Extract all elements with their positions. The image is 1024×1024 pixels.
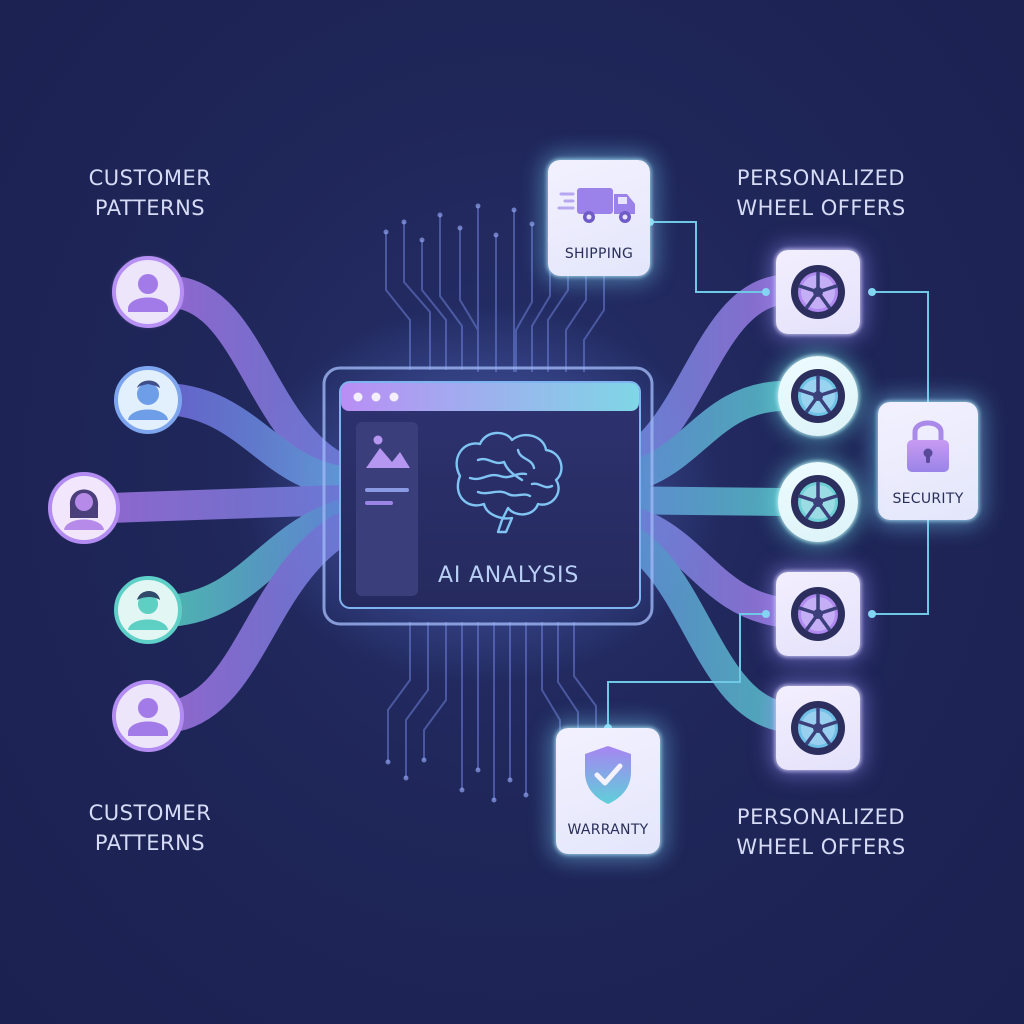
wheel-offers-label-bottom: PERSONALIZED WHEEL OFFERS bbox=[736, 805, 906, 859]
flow-customer-4 bbox=[162, 500, 356, 626]
wheel-offers-label-top: PERSONALIZED WHEEL OFFERS bbox=[736, 166, 906, 220]
wheel-spoke bbox=[818, 293, 831, 310]
sidebar-line-1 bbox=[365, 488, 409, 492]
wheel-spoke bbox=[820, 494, 838, 503]
ai-analysis-panel bbox=[322, 366, 654, 626]
wheel-offer-3 bbox=[778, 462, 858, 542]
wheel-icon bbox=[791, 701, 845, 755]
wheel-spoke bbox=[818, 729, 831, 746]
customer-avatar-3 bbox=[48, 472, 120, 544]
wheel-hub bbox=[813, 497, 823, 507]
wheel-spoke bbox=[798, 720, 816, 729]
wheel-spoke bbox=[798, 606, 816, 615]
wheel-spoke bbox=[820, 388, 838, 397]
security-label: SECURITY bbox=[892, 491, 964, 507]
brain-icon bbox=[455, 431, 563, 534]
wheel-spoke bbox=[805, 397, 818, 414]
wheel-hub bbox=[813, 287, 823, 297]
padlock-icon bbox=[907, 420, 949, 472]
wheel-spoke bbox=[805, 615, 818, 632]
wheel-icon bbox=[791, 475, 845, 529]
delivery-truck-icon bbox=[557, 188, 635, 223]
customer-avatar-4 bbox=[114, 576, 182, 644]
wheel-spoke bbox=[818, 397, 831, 414]
shipping-label: SHIPPING bbox=[564, 246, 634, 262]
wheel-spoke bbox=[820, 720, 838, 729]
input-flows bbox=[95, 276, 356, 732]
wheel-offer-5 bbox=[776, 686, 860, 770]
shipping-card: SHIPPING bbox=[548, 160, 650, 276]
window-titlebar bbox=[341, 383, 639, 411]
image-icon bbox=[366, 435, 410, 468]
feature-connectors bbox=[607, 221, 929, 728]
wheel-hub bbox=[813, 391, 823, 401]
wheel-icon bbox=[791, 265, 845, 319]
wheel-spoke bbox=[798, 494, 816, 503]
customer-avatar-1 bbox=[112, 256, 184, 328]
flow-customer-5 bbox=[159, 514, 356, 732]
customer-patterns-label-top: CUSTOMER PATTERNS bbox=[88, 166, 212, 220]
wheel-spoke bbox=[798, 284, 816, 293]
warranty-card: WARRANTY bbox=[556, 728, 660, 854]
warranty-label: WARRANTY bbox=[567, 822, 649, 838]
wheel-offer-4 bbox=[776, 572, 860, 656]
shield-check-icon bbox=[585, 746, 631, 804]
window-dot-2 bbox=[371, 392, 381, 402]
window-dot-3 bbox=[389, 392, 399, 402]
customer-patterns-label-bottom: CUSTOMER PATTERNS bbox=[88, 801, 212, 855]
wheel-icon bbox=[791, 369, 845, 423]
wheel-spoke bbox=[818, 503, 831, 520]
wheel-spoke bbox=[805, 503, 818, 520]
wheel-spoke bbox=[805, 293, 818, 310]
wheel-spoke bbox=[820, 284, 838, 293]
window-dot-1 bbox=[353, 392, 363, 402]
wheel-spoke bbox=[805, 729, 818, 746]
customer-avatar-5 bbox=[112, 680, 184, 752]
sidebar-line-2 bbox=[365, 501, 393, 505]
security-card: SECURITY bbox=[878, 402, 978, 520]
ai-analysis-title: AI ANALYSIS bbox=[438, 563, 580, 588]
wheel-spoke bbox=[820, 606, 838, 615]
wheel-spoke bbox=[818, 615, 831, 632]
wheel-hub bbox=[813, 723, 823, 733]
flow-customer-3 bbox=[95, 485, 355, 523]
wheel-icon bbox=[791, 587, 845, 641]
wheel-spoke bbox=[798, 388, 816, 397]
wheel-offer-1 bbox=[776, 250, 860, 334]
wheel-hub bbox=[813, 609, 823, 619]
customer-avatar-2 bbox=[114, 366, 182, 434]
flow-customer-1 bbox=[159, 276, 356, 486]
wheel-offer-2 bbox=[778, 356, 858, 436]
flow-customer-2 bbox=[162, 384, 356, 498]
